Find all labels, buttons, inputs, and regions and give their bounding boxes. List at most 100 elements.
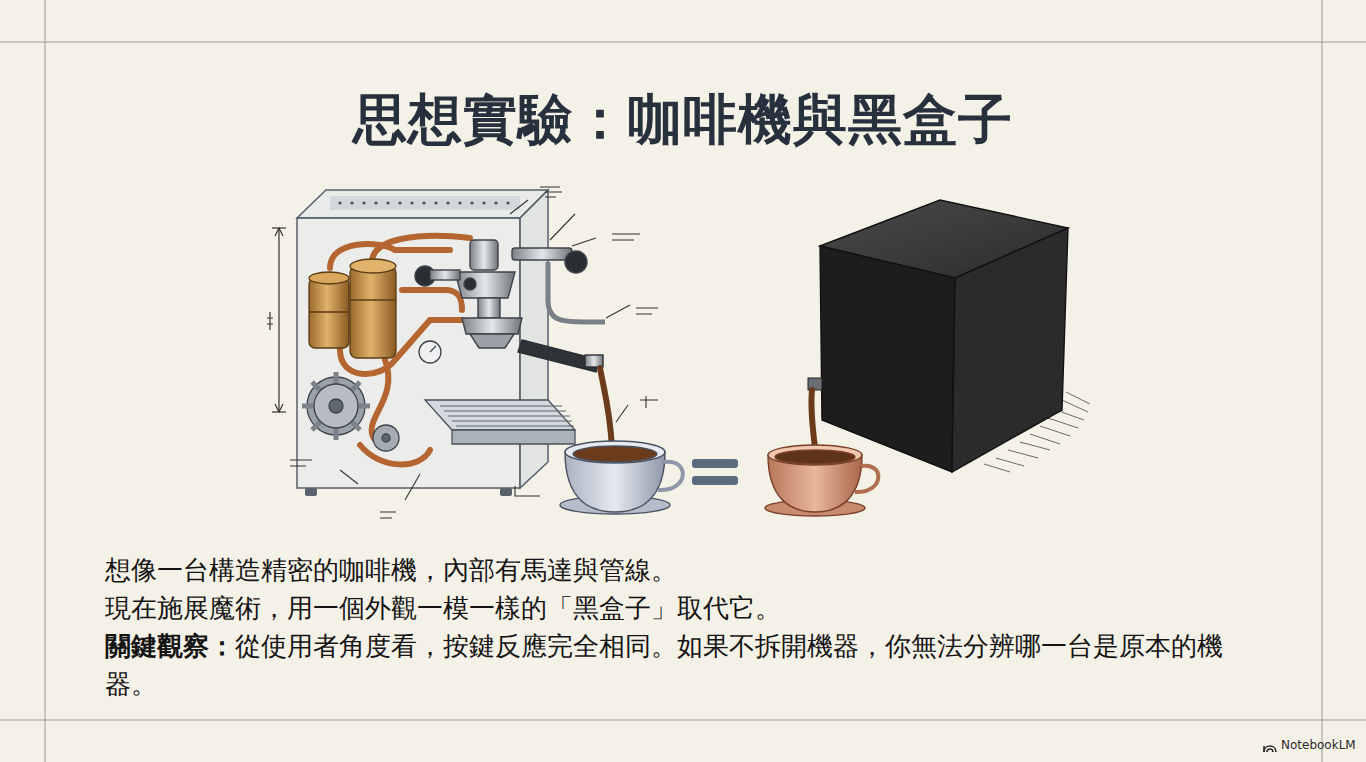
body-line: 想像一台構造精密的咖啡機，內部有馬達與管線。 [105, 551, 1265, 589]
body-text: 想像一台構造精密的咖啡機，內部有馬達與管線。現在施展魔術，用一個外觀一模一樣的「… [105, 551, 1265, 703]
equals-sign [692, 459, 738, 485]
boiler-tanks-part [309, 278, 349, 348]
leader-lines-part [550, 214, 575, 240]
boiler-tanks-part [309, 272, 349, 284]
drip-tray-part [440, 406, 574, 426]
housing-part [297, 218, 520, 488]
hatch-shadow-part [984, 464, 1010, 472]
watermark: NotebookLM [1281, 738, 1356, 752]
coffee-stream [600, 368, 612, 448]
housing-part-part [410, 201, 413, 204]
coffee-cup-left-part [658, 462, 683, 490]
dimension-line [267, 228, 286, 412]
dimension-line-part [267, 312, 273, 330]
coffee-stream-part [600, 368, 612, 448]
group-head-part [478, 298, 500, 318]
dimension-line-part [275, 228, 283, 412]
gear-part [302, 372, 370, 440]
equals-sign-part [692, 459, 738, 468]
housing-part-part [458, 201, 461, 204]
body-line: 關鍵觀察：從使用者角度看，按鍵反應完全相同。如果不拆開機器，你無法分辨哪一台是原… [105, 627, 1265, 703]
boiler-tanks [309, 259, 396, 358]
drip-tray-part-part [440, 406, 562, 407]
pipes-part [372, 236, 470, 262]
coffee-cup-left [560, 441, 683, 514]
pressure-gauge [419, 341, 441, 363]
gear-part [314, 384, 358, 428]
emphasis-label: 關鍵觀察： [105, 631, 235, 661]
housing-part-part [494, 201, 497, 204]
leader-lines-part [540, 187, 562, 197]
gear-part-part [312, 382, 360, 430]
housing-part [338, 201, 509, 204]
group-head-part [470, 334, 514, 348]
drip-tray-part [425, 400, 575, 430]
gear-part [307, 377, 365, 435]
housing-part-part [506, 201, 509, 204]
housing-part [297, 190, 548, 218]
leader-lines-part [515, 486, 540, 496]
group-head-part [462, 318, 522, 334]
steam-wand-part [565, 251, 587, 273]
housing-part-part [362, 201, 365, 204]
leader-lines-part [380, 512, 396, 518]
group-head-part [464, 278, 476, 290]
gear [302, 372, 399, 451]
pressure-gauge-part [430, 346, 436, 352]
boiler-tanks-part [350, 259, 396, 273]
boiler-tanks-part [309, 311, 349, 312]
housing-part-part [338, 201, 341, 204]
coffee-cup-right-part [855, 466, 878, 492]
leader-lines-part [636, 308, 658, 314]
coffee-cup-right-part [768, 445, 862, 465]
gear-part [382, 434, 390, 442]
group-head-part [430, 270, 460, 280]
coffee-cup-right [765, 445, 878, 516]
hatch-shadow-part [1008, 450, 1038, 458]
housing-part [305, 488, 317, 496]
body-line: 現在施展魔術，用一個外觀一模一樣的「黑盒子」取代它。 [105, 589, 1265, 627]
gear-part [329, 399, 343, 413]
watermark-icon-part [1264, 746, 1276, 752]
hatch-shadow-part [996, 458, 1024, 466]
watermark-area: NotebookLM [1281, 738, 1356, 752]
drip-tray-part-part [456, 426, 574, 427]
hatch-shadow-part [1040, 426, 1070, 436]
housing-part-part [386, 201, 389, 204]
body-label: 從使用者角度看，按鍵反應完全相同。如果不拆開機器，你無法分辨哪一台是原本的機器。 [105, 631, 1223, 699]
dimension-line-part [278, 228, 279, 412]
housing-part-part [470, 201, 473, 204]
housing-part [330, 196, 520, 210]
coffee-cup-left-part [565, 441, 665, 463]
gear-part-part [312, 382, 360, 430]
drip-tray-part-part [448, 416, 570, 417]
leader-lines-part [405, 474, 420, 500]
drip-tray-part-part [452, 421, 572, 422]
group-head-part [470, 240, 498, 270]
watermark-icon-part [1263, 746, 1265, 752]
hatch-shadow-part [1062, 400, 1088, 412]
hatch-shadow-part [1066, 392, 1090, 404]
housing-part-part [374, 201, 377, 204]
frame-lines-part [1322, 0, 1323, 762]
coffee-machine [267, 187, 683, 518]
leader-lines-part [340, 470, 358, 484]
pressure-gauge-part [419, 341, 441, 363]
steam-wand-part [548, 262, 605, 322]
housing [297, 190, 548, 496]
drip-tray-part-part [444, 411, 566, 412]
leader-lines-part [290, 460, 312, 466]
housing-part-part [422, 201, 425, 204]
housing-part-part [446, 201, 449, 204]
leader-lines-part [612, 234, 640, 240]
black-box-part [952, 228, 1068, 472]
housing-part [500, 488, 512, 496]
group-head [415, 240, 522, 348]
hatch-shadow-part [1048, 418, 1078, 428]
hatch-shadow-part [1020, 442, 1050, 450]
coffee-cup-left-part [573, 446, 657, 462]
leader-lines-part [572, 238, 596, 246]
leader-lines-part [640, 396, 658, 408]
body-label: 現在施展魔術，用一個外觀一模一樣的「黑盒子」取代它。 [105, 593, 781, 623]
